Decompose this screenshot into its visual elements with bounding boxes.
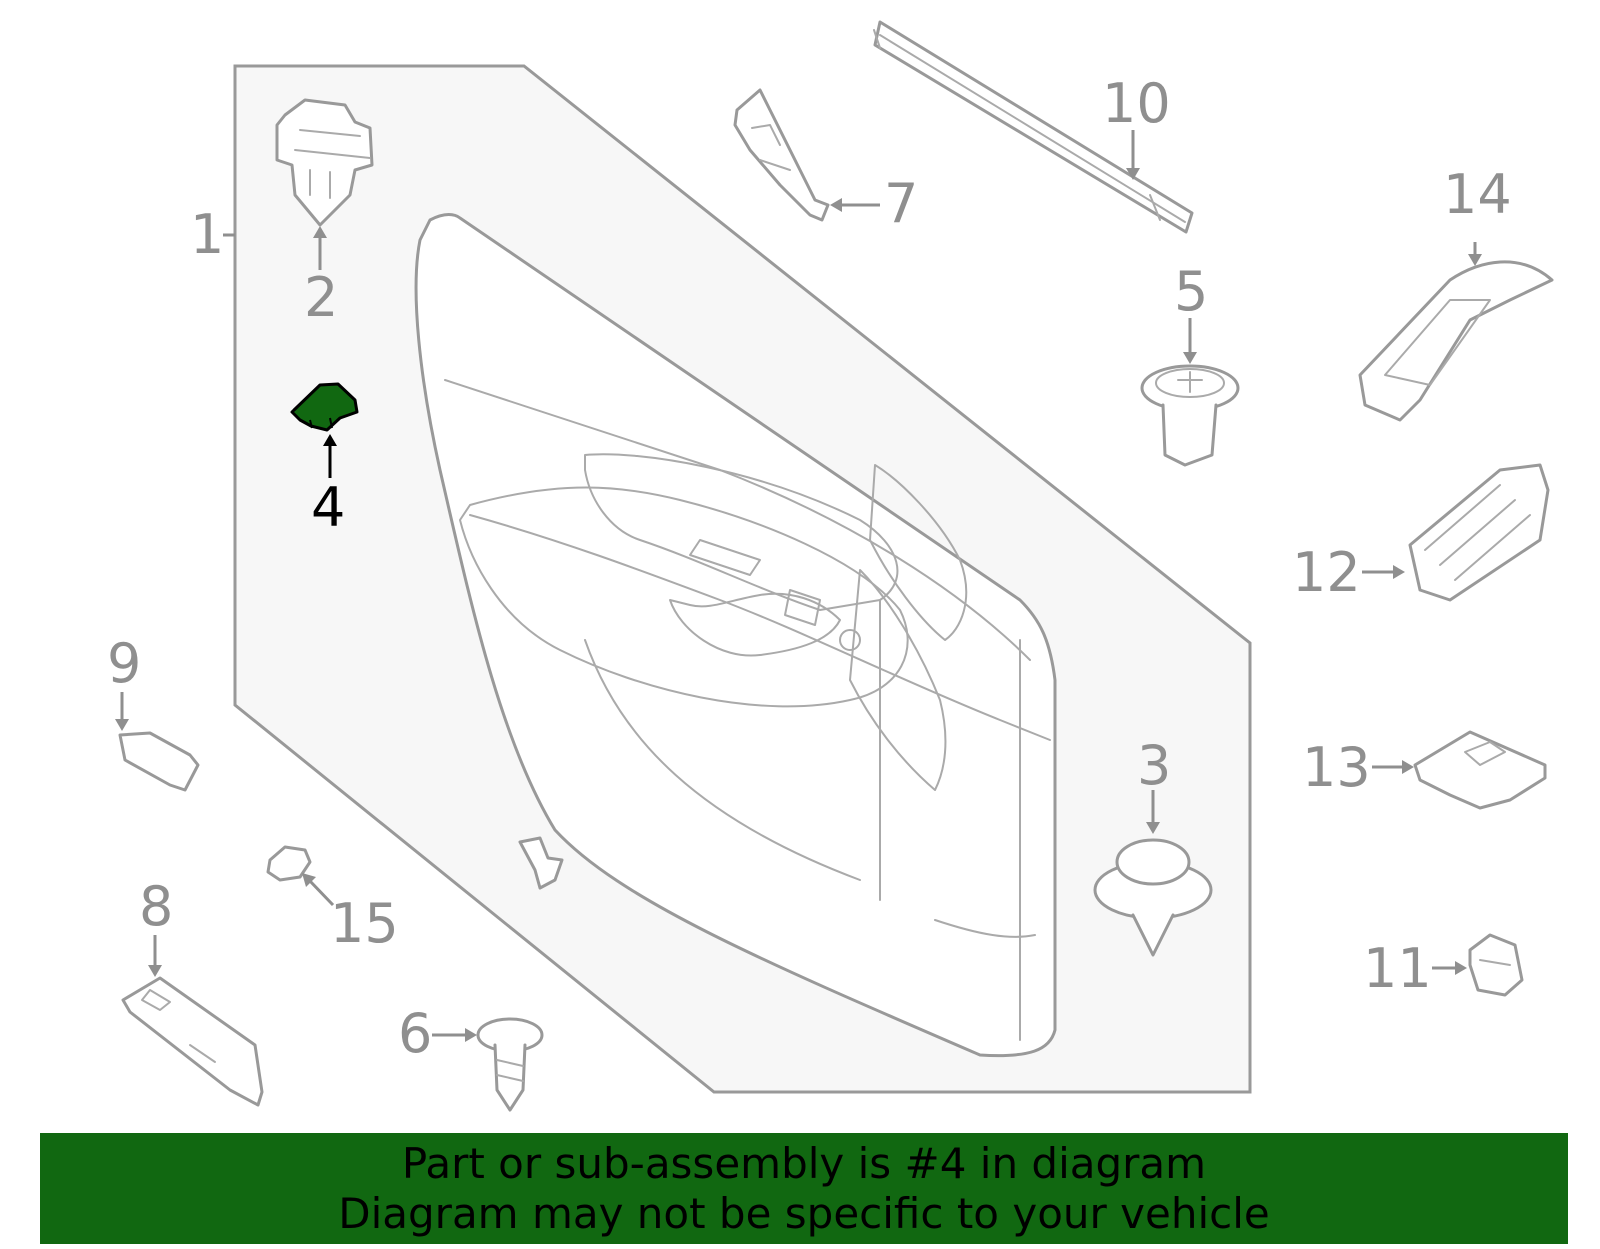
leader-15 bbox=[307, 878, 335, 907]
callout-1: 1 bbox=[190, 203, 224, 266]
callout-labels: 1 2 3 4 5 6 7 8 9 10 11 12 13 14 15 bbox=[107, 72, 1512, 1065]
loose-clip bbox=[518, 836, 564, 890]
callout-6: 6 bbox=[398, 1002, 432, 1065]
callout-7: 7 bbox=[884, 172, 918, 235]
callout-5: 5 bbox=[1174, 260, 1208, 323]
part-5-clip bbox=[1140, 364, 1240, 467]
callout-3: 3 bbox=[1137, 734, 1171, 797]
part-2-retainer bbox=[275, 98, 374, 227]
banner-line-2: Diagram may not be specific to your vehi… bbox=[338, 1189, 1270, 1238]
callout-4: 4 bbox=[311, 476, 345, 539]
part-13-switch-bezel bbox=[1413, 730, 1547, 810]
part-11-switch bbox=[1468, 933, 1524, 997]
part-7-bracket bbox=[733, 88, 830, 222]
part-15-clip bbox=[266, 845, 312, 882]
callout-2: 2 bbox=[304, 266, 338, 329]
part-14-bezel bbox=[1358, 260, 1554, 422]
part-9-bracket bbox=[118, 731, 200, 792]
callout-10: 10 bbox=[1102, 72, 1171, 135]
callout-13: 13 bbox=[1302, 736, 1371, 799]
callout-9: 9 bbox=[107, 632, 141, 695]
part-6-screw bbox=[476, 1017, 544, 1112]
part-10-strip bbox=[873, 20, 1194, 234]
part-12-switch bbox=[1408, 463, 1550, 602]
door-trim-panel bbox=[414, 213, 1057, 1058]
callout-15: 15 bbox=[330, 892, 399, 955]
part-3-pin bbox=[1093, 838, 1213, 957]
part-4-highlighted bbox=[290, 382, 359, 432]
banner-line-1: Part or sub-assembly is #4 in diagram bbox=[401, 1139, 1207, 1188]
part-8-switch-panel bbox=[121, 976, 264, 1107]
callout-11: 11 bbox=[1363, 937, 1432, 1000]
callout-14: 14 bbox=[1443, 163, 1512, 226]
callout-12: 12 bbox=[1292, 541, 1361, 604]
callout-8: 8 bbox=[139, 875, 173, 938]
leader-lines bbox=[115, 130, 1482, 1042]
info-banner: Part or sub-assembly is #4 in diagram Di… bbox=[40, 1133, 1568, 1244]
